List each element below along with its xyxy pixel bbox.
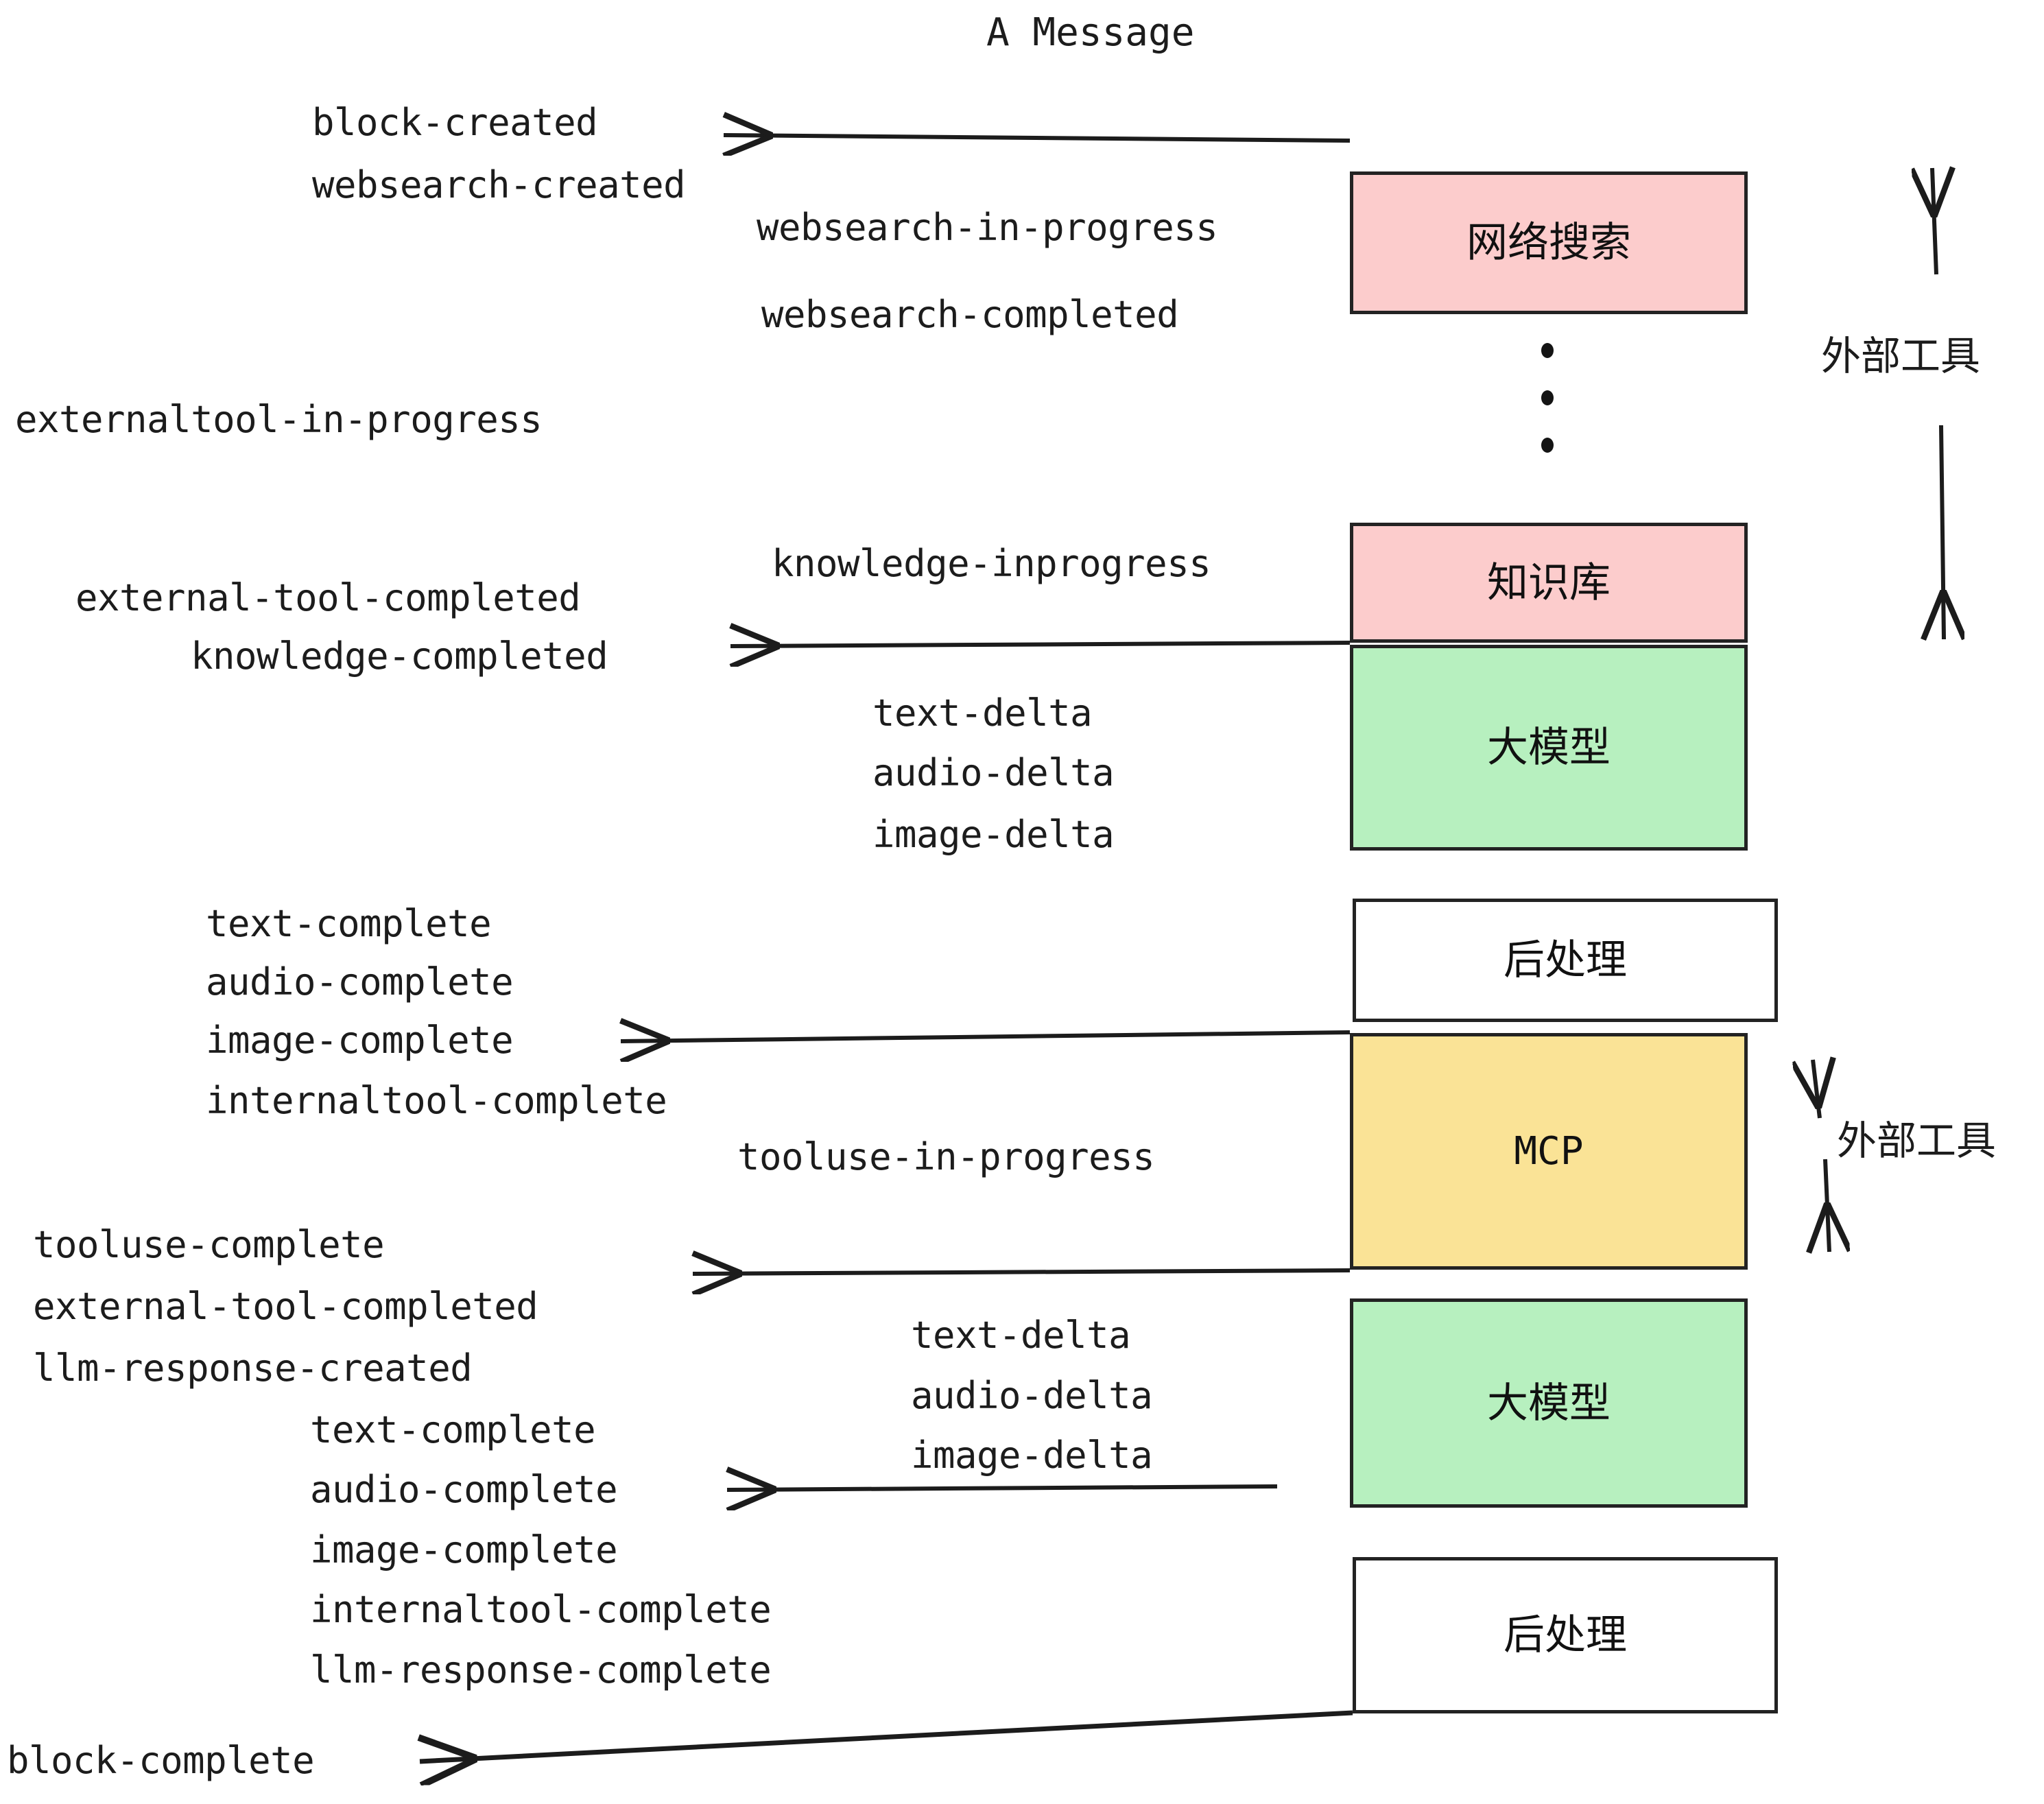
node-websearch-label: 网络搜索 [1466, 219, 1631, 267]
arrow-mcp-to-toolusecomplete [693, 1270, 1351, 1274]
arrow-external-tools-bottom-down [1825, 1159, 1829, 1252]
event-internaltool-complete-1: internaltool-complete [206, 1079, 667, 1122]
arrow-external-tools-top-up [1932, 168, 1936, 275]
event-websearch-in-progress: websearch-in-progress [757, 206, 1218, 249]
node-llm-1-label: 大模型 [1487, 724, 1611, 772]
node-post-2[interactable]: 后处理 [1353, 1557, 1778, 1713]
event-websearch-created: websearch-created [312, 163, 686, 206]
event-internaltool-complete-2: internaltool-complete [310, 1588, 772, 1631]
side-label-external-tools-top: 外部工具 [1821, 336, 1980, 376]
event-external-tool-completed-2: external-tool-completed [33, 1285, 538, 1328]
external-tools-top-text: 外部工具 [1821, 333, 1981, 379]
dot-3 [1541, 438, 1554, 453]
event-audio-complete-2: audio-complete [310, 1468, 618, 1511]
arrow-external-tools-top-down [1941, 425, 1944, 639]
node-websearch[interactable]: 网络搜索 [1350, 171, 1748, 314]
node-mcp[interactable]: MCP [1350, 1033, 1748, 1270]
event-text-delta-2: text-delta [911, 1314, 1131, 1357]
node-llm-2[interactable]: 大模型 [1350, 1298, 1748, 1508]
side-label-external-tools-bottom: 外部工具 [1837, 1121, 1996, 1161]
event-text-delta-1: text-delta [872, 691, 1093, 735]
event-websearch-completed: websearch-completed [761, 293, 1179, 336]
event-image-delta-1: image-delta [872, 813, 1115, 856]
event-knowledge-completed: knowledge-completed [191, 634, 608, 678]
event-image-complete-1: image-complete [206, 1019, 514, 1062]
event-image-delta-2: image-delta [911, 1434, 1153, 1477]
node-post-1[interactable]: 后处理 [1353, 899, 1778, 1022]
event-block-complete: block-complete [7, 1739, 315, 1782]
event-audio-delta-2: audio-delta [911, 1374, 1153, 1417]
dot-2 [1541, 390, 1554, 405]
event-audio-complete-1: audio-complete [206, 960, 514, 1004]
node-knowledge[interactable]: 知识库 [1350, 523, 1748, 643]
arrow-knowledge-to-completed [730, 643, 1351, 646]
event-llm-response-complete: llm-response-complete [310, 1648, 772, 1692]
dot-1 [1541, 343, 1554, 358]
event-text-complete-1: text-complete [206, 902, 492, 945]
event-block-created: block-created [312, 101, 598, 144]
node-mcp-label: MCP [1514, 1128, 1584, 1174]
node-llm-2-label: 大模型 [1487, 1379, 1611, 1427]
event-external-tool-completed-1: external-tool-completed [75, 576, 581, 619]
event-audio-delta-1: audio-delta [872, 751, 1115, 794]
event-tooluse-in-progress: tooluse-in-progress [737, 1135, 1155, 1178]
arrow-external-tools-bottom-up [1813, 1060, 1820, 1119]
arrow-mcp-to-imagecomplete [621, 1032, 1351, 1041]
event-text-complete-2: text-complete [310, 1408, 596, 1451]
node-post-1-label: 后处理 [1504, 936, 1627, 984]
event-tooluse-complete: tooluse-complete [33, 1223, 385, 1266]
node-llm-1[interactable]: 大模型 [1350, 645, 1748, 851]
event-llm-response-created: llm-response-created [33, 1346, 473, 1390]
node-post-2-label: 后处理 [1504, 1611, 1627, 1659]
arrow-llm2-to-audiocomplete [727, 1486, 1278, 1490]
ellipsis-dots [1538, 343, 1556, 453]
event-externaltool-in-progress: externaltool-in-progress [15, 398, 543, 441]
node-knowledge-label: 知识库 [1487, 558, 1611, 607]
event-image-complete-2: image-complete [310, 1528, 618, 1571]
external-tools-bottom-text: 外部工具 [1837, 1117, 1997, 1164]
arrow-websearch-to-blockcreated [724, 135, 1351, 141]
diagram-title: A Message [986, 10, 1195, 55]
event-knowledge-inprogress: knowledge-inprogress [772, 542, 1211, 585]
arrow-post2-to-blockcomplete [420, 1710, 1353, 1761]
